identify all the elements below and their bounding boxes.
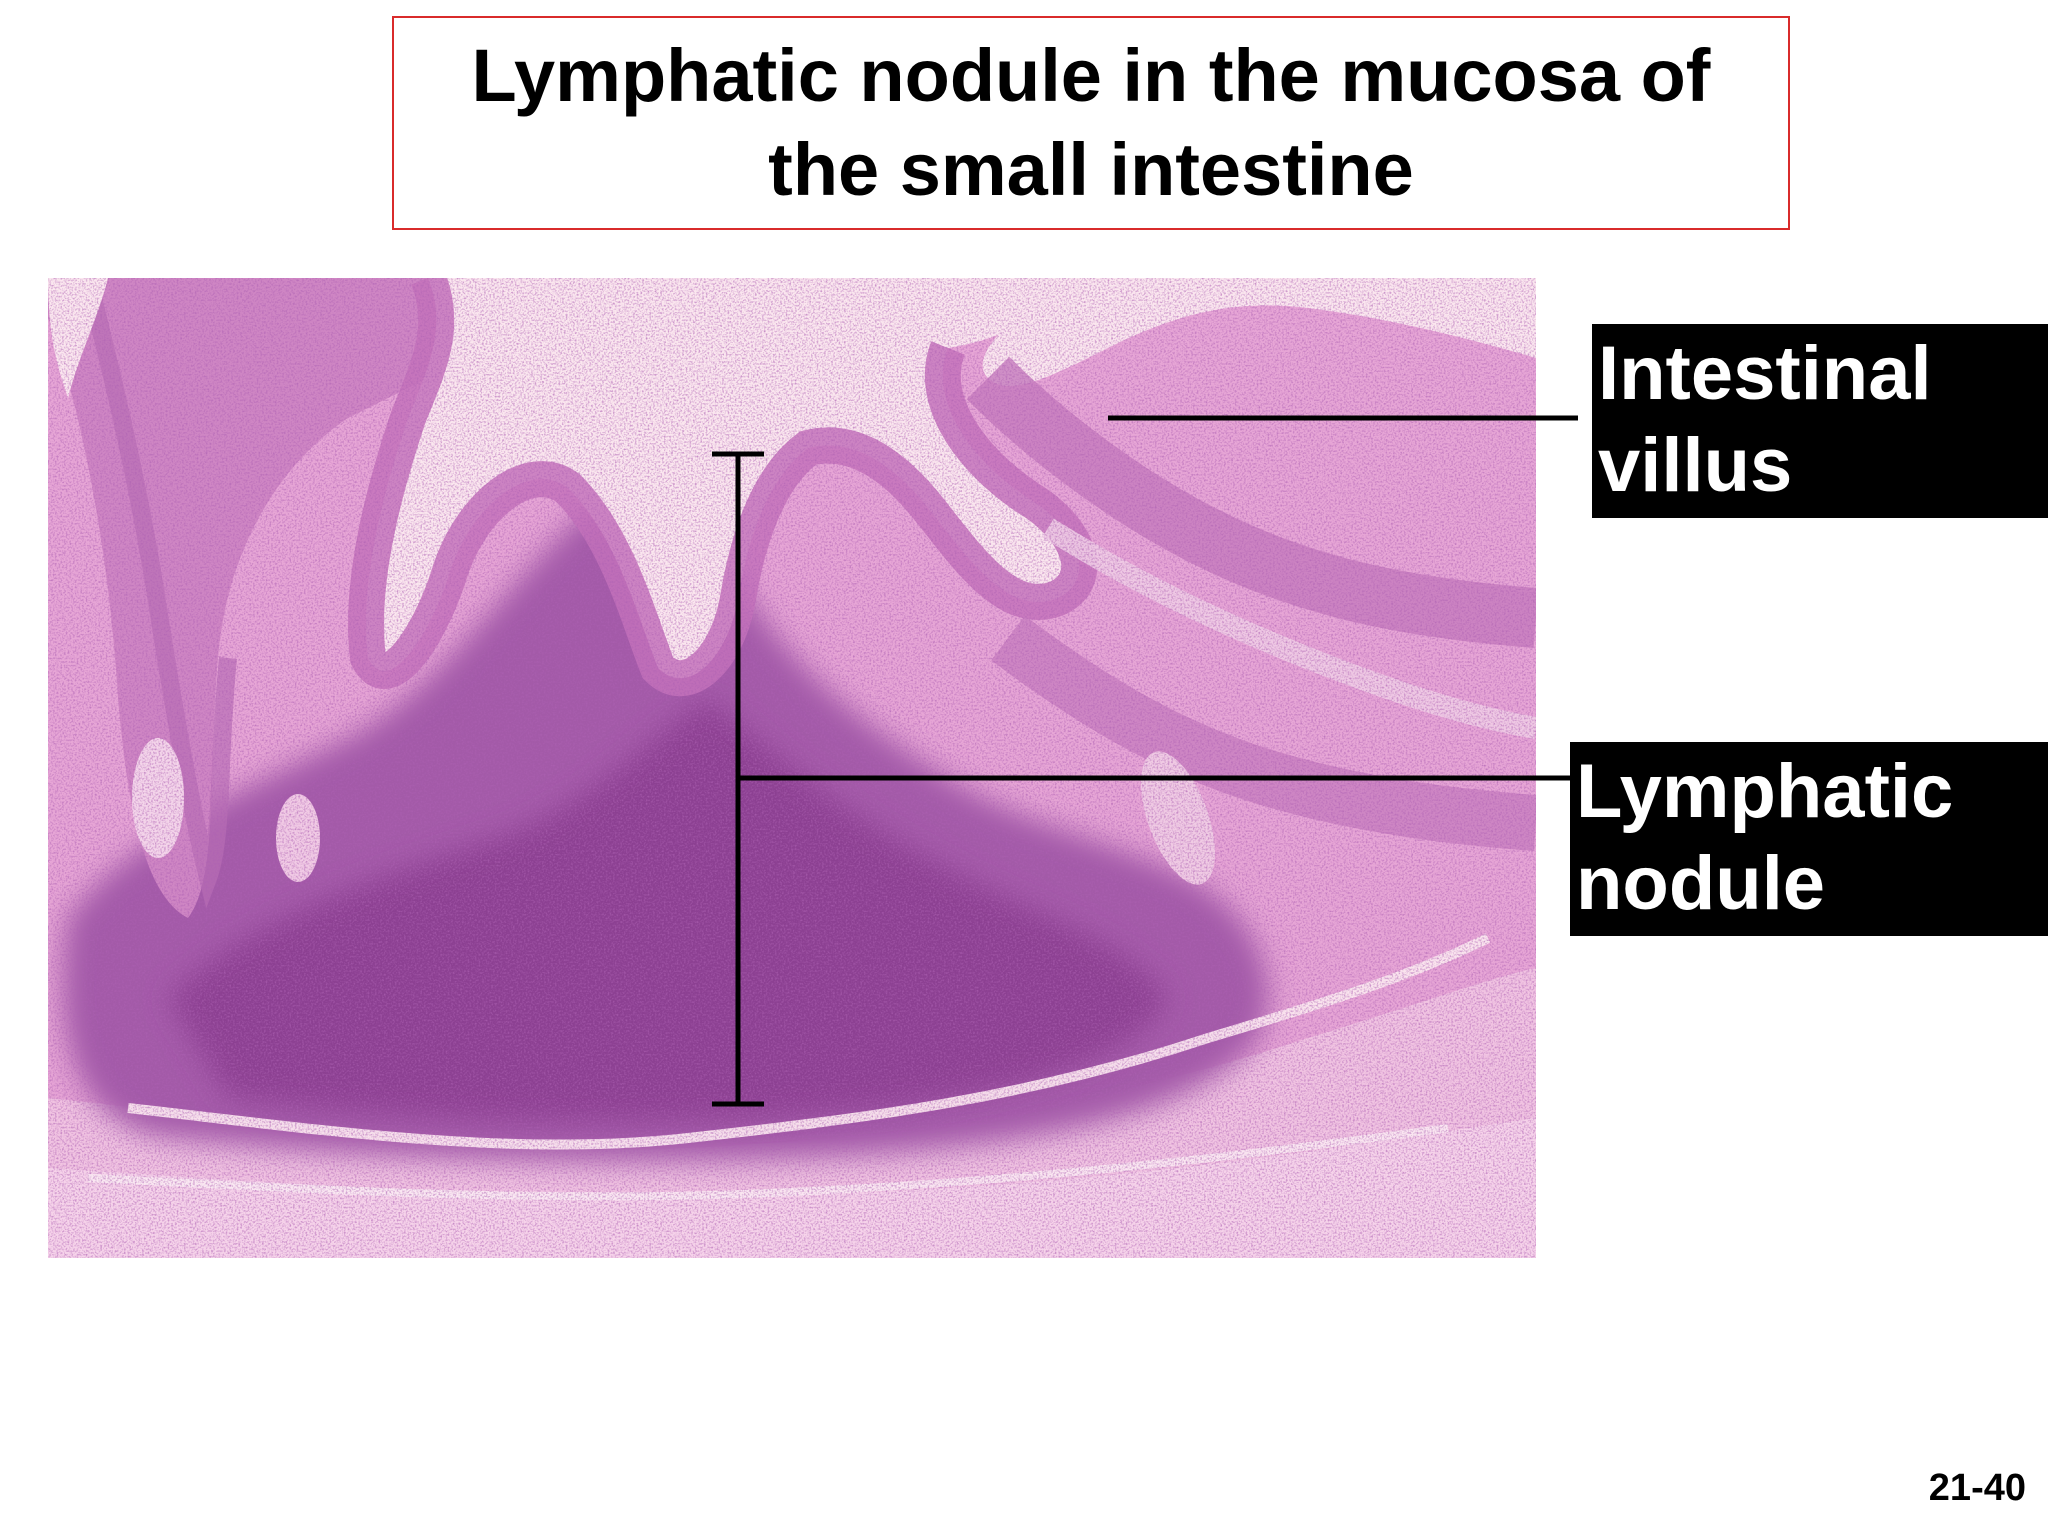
label-villus-line-1: Intestinal xyxy=(1598,331,1932,416)
title-line-1: Lymphatic nodule in the mucosa of xyxy=(471,34,1711,117)
title-line-2: the small intestine xyxy=(768,128,1414,211)
label-intestinal-villus: Intestinal villus xyxy=(1592,324,2048,518)
micrograph-image xyxy=(48,278,1536,1258)
label-nodule-line-2: nodule xyxy=(1576,841,1826,926)
page-number: 21-40 xyxy=(1928,1467,2026,1509)
title-box: Lymphatic nodule in the mucosa of the sm… xyxy=(392,16,1790,230)
label-lymphatic-nodule: Lymphatic nodule xyxy=(1570,742,2048,936)
label-villus-line-2: villus xyxy=(1598,423,1793,508)
slide-title: Lymphatic nodule in the mucosa of the sm… xyxy=(472,29,1711,217)
label-nodule-line-1: Lymphatic xyxy=(1576,749,1954,834)
